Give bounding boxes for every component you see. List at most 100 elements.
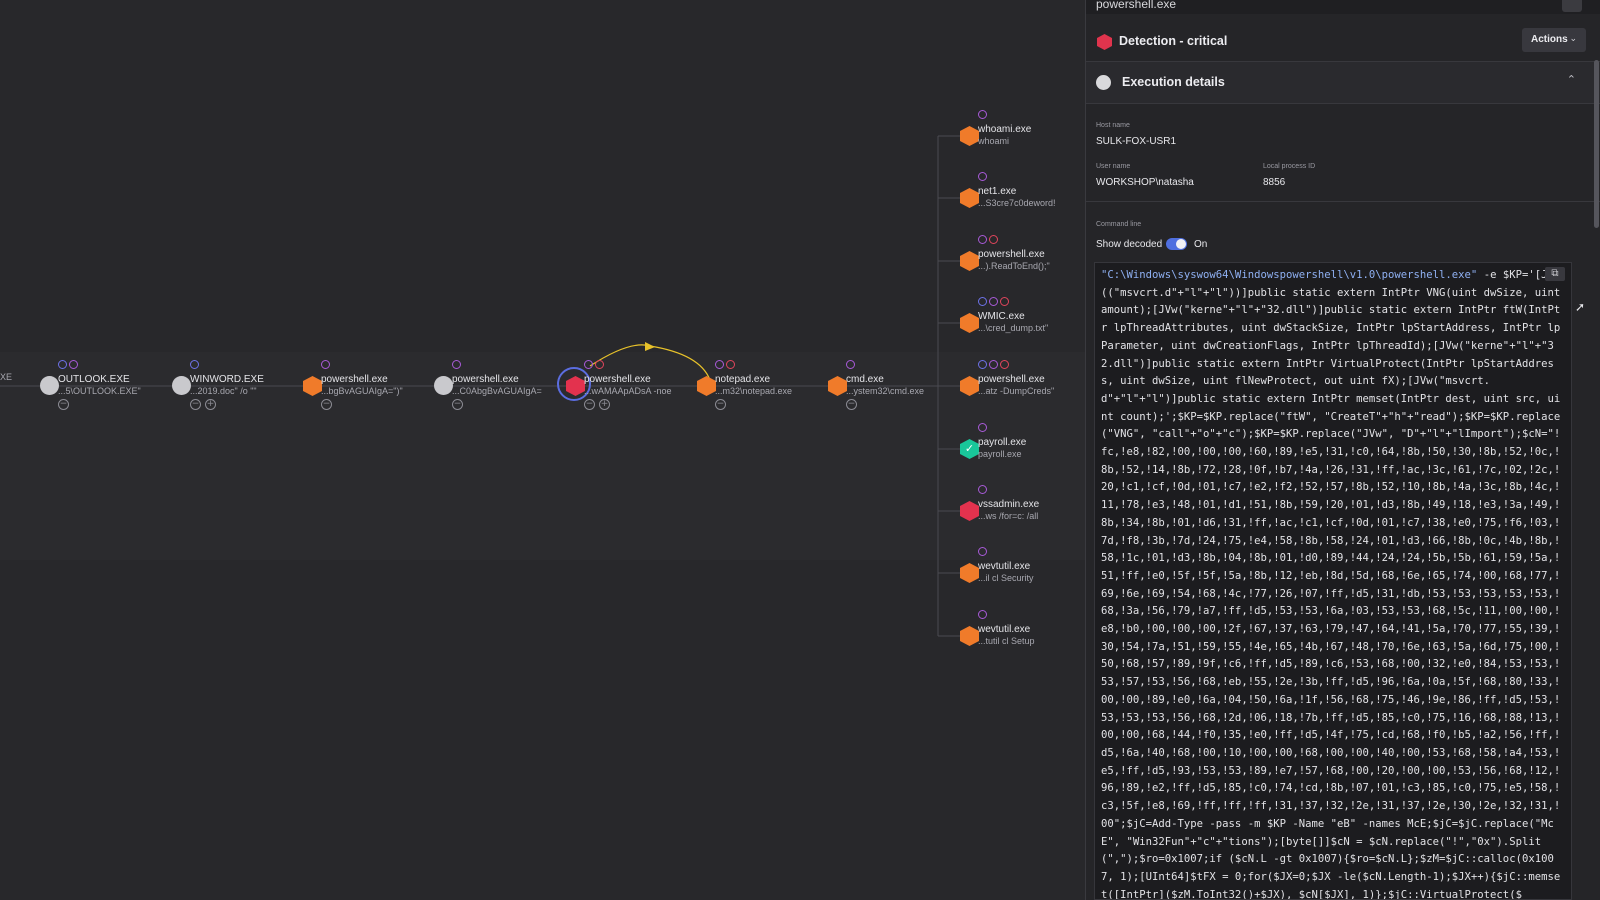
- node-badges: [584, 360, 604, 369]
- detection-hexagon-icon[interactable]: [960, 626, 979, 646]
- purple-indicator-icon: [69, 360, 78, 369]
- node-controls: −+: [190, 399, 216, 410]
- detection-hexagon-icon[interactable]: [960, 313, 979, 333]
- command-line-row: r lpThreadAttributes, uint dwStackSize, …: [1101, 322, 1561, 335]
- command-line-row: 50,!68,!57,!89,!9f,!c6,!ff,!d5,!89,!c6,!…: [1101, 658, 1561, 671]
- process-name: whoami.exe: [978, 124, 1032, 135]
- process-name: OUTLOOK.EXE: [58, 374, 130, 385]
- red-indicator-icon: [989, 235, 998, 244]
- process-name: net1.exe: [978, 186, 1017, 197]
- process-command-snippet: ...il cl Security: [978, 573, 1034, 583]
- command-path: "C:\Windows\syswow64\Windowspowershell\v…: [1101, 269, 1478, 281]
- process-name: powershell.exe: [452, 374, 519, 385]
- panel-scrollbar[interactable]: [1594, 60, 1599, 228]
- process-command-snippet: ...\cred_dump.txt": [978, 323, 1049, 333]
- execution-details-header[interactable]: Execution details ⌃: [1086, 62, 1600, 104]
- collapse-icon[interactable]: −: [190, 399, 201, 410]
- expand-icon[interactable]: +: [205, 399, 216, 410]
- command-line-row: 68,!3a,!56,!79,!a7,!ff,!d5,!53,!53,!6a,!…: [1101, 605, 1561, 618]
- toggle-state-label: On: [1194, 239, 1208, 250]
- local-pid-label: Local process ID: [1263, 163, 1316, 170]
- details-panel: powershell.exe Detection - critical Acti…: [1085, 0, 1600, 900]
- purple-indicator-icon: [978, 172, 987, 181]
- user-name-value: WORKSHOP\natasha: [1096, 177, 1194, 188]
- detection-hexagon-icon[interactable]: [303, 376, 322, 396]
- command-line-row: 53,!57,!53,!56,!68,!eb,!55,!2e,!3b,!ff,!…: [1101, 676, 1561, 689]
- popout-icon[interactable]: [1562, 0, 1582, 12]
- purple-indicator-icon: [989, 297, 998, 306]
- command-line-row: 53,!53,!53,!56,!68,!2d,!06,!18,!7b,!ff,!…: [1101, 711, 1561, 724]
- command-line-row: c3,!5f,!e8,!69,!ff,!ff,!ff,!31,!37,!32,!…: [1101, 800, 1561, 813]
- command-line-box[interactable]: "C:\Windows\syswow64\Windowspowershell\v…: [1094, 262, 1572, 900]
- critical-hexagon-icon[interactable]: [960, 501, 979, 521]
- purple-indicator-icon: [989, 360, 998, 369]
- process-command-snippet: ...tutil cl Setup: [978, 636, 1035, 646]
- collapse-icon[interactable]: −: [715, 399, 726, 410]
- process-circle-icon[interactable]: [40, 376, 59, 395]
- node-controls: −: [846, 399, 857, 410]
- process-name: cmd.exe: [846, 374, 884, 385]
- critical-hexagon-icon[interactable]: [566, 376, 585, 396]
- collapse-icon[interactable]: −: [321, 399, 332, 410]
- node-badges: [190, 360, 199, 369]
- allowed-check-icon[interactable]: ✓: [960, 439, 979, 459]
- detection-hexagon-icon[interactable]: [697, 376, 716, 396]
- node-controls: −: [321, 399, 332, 410]
- process-command-snippet: ...).ReadToEnd();": [978, 261, 1050, 271]
- purple-indicator-icon: [715, 360, 724, 369]
- detection-hexagon-icon[interactable]: [828, 376, 847, 396]
- node-badges: [978, 547, 987, 556]
- collapse-icon[interactable]: −: [846, 399, 857, 410]
- detection-hexagon-icon[interactable]: [960, 188, 979, 208]
- command-line-row: 8b,!52,!14,!8b,!72,!28,!0f,!b7,!4a,!26,!…: [1101, 463, 1561, 476]
- detection-section: Detection - critical Actions ⌄: [1086, 22, 1600, 62]
- process-command-snippet: ...5\OUTLOOK.EXE": [58, 386, 141, 396]
- actions-button-label: Actions: [1531, 34, 1568, 45]
- chevron-up-icon[interactable]: ⌃: [1566, 74, 1576, 86]
- red-indicator-icon: [726, 360, 735, 369]
- command-line-row: 96,!89,!e2,!ff,!d5,!85,!c0,!74,!cd,!8b,!…: [1101, 782, 1561, 795]
- node-badges: [452, 360, 461, 369]
- host-name-value: SULK-FOX-USR1: [1096, 136, 1177, 147]
- graph-edges: [0, 135, 970, 637]
- detection-hexagon-icon[interactable]: [960, 126, 979, 146]
- collapse-icon[interactable]: −: [58, 399, 69, 410]
- process-name: notepad.exe: [715, 374, 771, 385]
- collapse-icon[interactable]: −: [452, 399, 463, 410]
- process-name: wevtutil.exe: [978, 561, 1031, 572]
- mouse-cursor-icon: ➚: [1575, 300, 1586, 314]
- expand-icon[interactable]: +: [599, 399, 610, 410]
- process-circle-icon[interactable]: [172, 376, 191, 395]
- command-line-row: 00,!00,!68,!44,!f0,!35,!e0,!ff,!d5,!4f,!…: [1101, 729, 1561, 742]
- process-command-snippet: ...atz -DumpCreds": [978, 386, 1055, 396]
- command-line-row: d"+"l"+"l")]public static extern IntPtr …: [1101, 392, 1561, 405]
- process-command-snippet: ...S3cre7c0deword!: [978, 198, 1056, 208]
- detection-hexagon-icon[interactable]: [960, 376, 979, 396]
- purple-indicator-icon: [978, 423, 987, 432]
- detection-hexagon-icon[interactable]: [960, 563, 979, 583]
- node-controls: −: [58, 399, 69, 410]
- purple-indicator-icon: [978, 235, 987, 244]
- host-name-label: Host name: [1096, 122, 1130, 129]
- collapse-icon[interactable]: −: [584, 399, 595, 410]
- node-badges: [978, 172, 987, 181]
- command-line-row: Parameter, uint dwCreationFlags, IntPtr …: [1101, 339, 1554, 352]
- command-line-row: s, uint dwSize, uint flNewProtect, out u…: [1101, 375, 1491, 388]
- process-name: WMIC.exe: [978, 311, 1025, 322]
- offscreen-node-label: XE: [0, 372, 13, 382]
- purple-indicator-icon: [978, 485, 987, 494]
- blue-indicator-icon: [190, 360, 199, 369]
- copy-icon[interactable]: ⧉: [1545, 267, 1565, 281]
- show-decoded-label: Show decoded: [1096, 239, 1163, 250]
- actions-button[interactable]: Actions ⌄: [1522, 28, 1586, 52]
- detection-hexagon-icon[interactable]: [960, 251, 979, 271]
- show-decoded-toggle[interactable]: [1166, 238, 1187, 250]
- process-name: powershell.exe: [321, 374, 388, 385]
- process-circle-icon[interactable]: [434, 376, 453, 395]
- command-line-row: t([IntPtr]($zM.ToInt32()+$JX), $cN[$JX],…: [1101, 888, 1522, 900]
- process-command-snippet: ...bgBvAGUAIgA=")": [321, 386, 403, 396]
- process-command-snippet: ...ystem32\cmd.exe: [846, 386, 925, 396]
- node-badges: [58, 360, 78, 369]
- command-line-row: ("VNG", "call"+"o"+"c");$KP=$KP.replace(…: [1101, 428, 1561, 441]
